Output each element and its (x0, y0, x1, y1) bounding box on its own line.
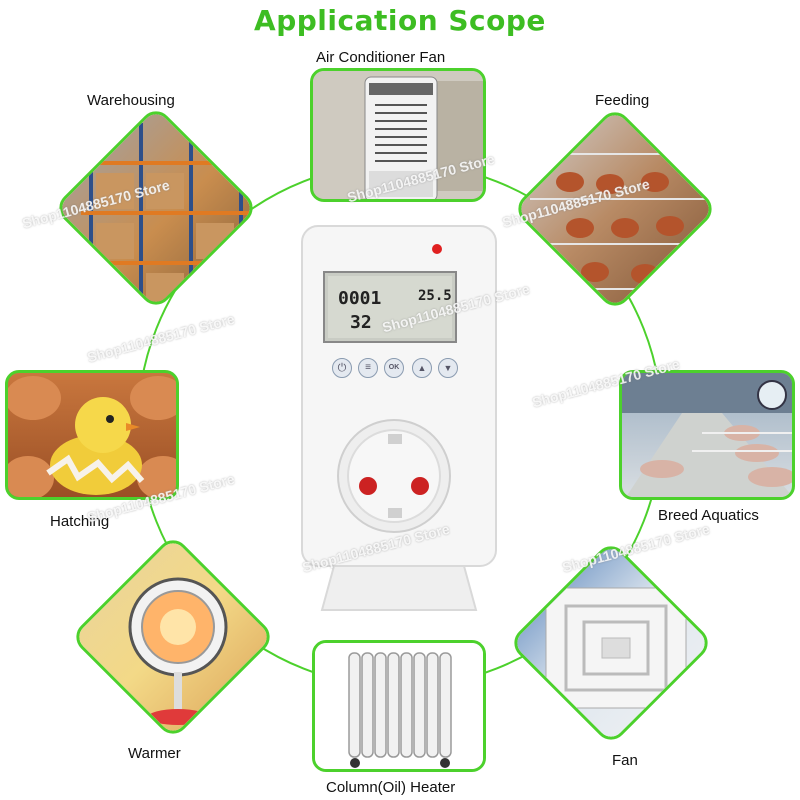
up-arrow-icon: ▲ (417, 363, 427, 373)
down-button[interactable]: ▼ (438, 358, 458, 378)
page-title: Application Scope (254, 4, 546, 37)
oil-heater-image (312, 640, 486, 772)
pig-farm-icon (622, 373, 792, 497)
lcd-secondary: 32 (350, 312, 372, 333)
chicken-cage-icon (530, 153, 719, 290)
ok-button[interactable]: OK (384, 358, 404, 378)
air-conditioner-fan-image (310, 68, 486, 202)
label-fan: Fan (612, 752, 638, 769)
label-warmer: Warmer (128, 745, 181, 762)
heater-icon (128, 577, 228, 725)
menu-icon: ≡ (365, 362, 371, 373)
hatching-image (5, 370, 179, 500)
down-arrow-icon: ▼ (443, 363, 453, 373)
label-air-conditioner-fan: Air Conditioner Fan (316, 49, 446, 66)
breed-aquatics-image (619, 370, 795, 500)
lcd-temperature: 25.5 (418, 288, 452, 304)
up-button[interactable]: ▲ (412, 358, 432, 378)
ok-button-label: OK (388, 364, 400, 371)
lcd-counter: 0001 (338, 288, 382, 309)
led-indicator (432, 244, 442, 254)
menu-button[interactable]: ≡ (358, 358, 378, 378)
oil-radiator-icon (315, 643, 483, 769)
warmer-image (69, 533, 277, 741)
feeding-image (511, 105, 719, 313)
label-warehousing: Warehousing (87, 92, 175, 109)
thermostat-socket: 0001 25.5 32 ⏻ ≡ OK ▲ ▼ (298, 222, 500, 614)
thermostat-device-body (301, 225, 497, 611)
power-icon: ⏻ (337, 362, 347, 374)
air-cooler-icon (313, 71, 483, 199)
ceiling-vent-icon (545, 587, 687, 709)
fan-image (507, 539, 715, 747)
label-column-oil-heater: Column(Oil) Heater (326, 779, 456, 796)
power-button[interactable]: ⏻ (332, 358, 352, 378)
label-hatching: Hatching (50, 513, 110, 530)
chick-icon (8, 376, 176, 497)
label-breed-aquatics: Breed Aquatics (658, 507, 759, 524)
label-feeding: Feeding (595, 92, 650, 109)
